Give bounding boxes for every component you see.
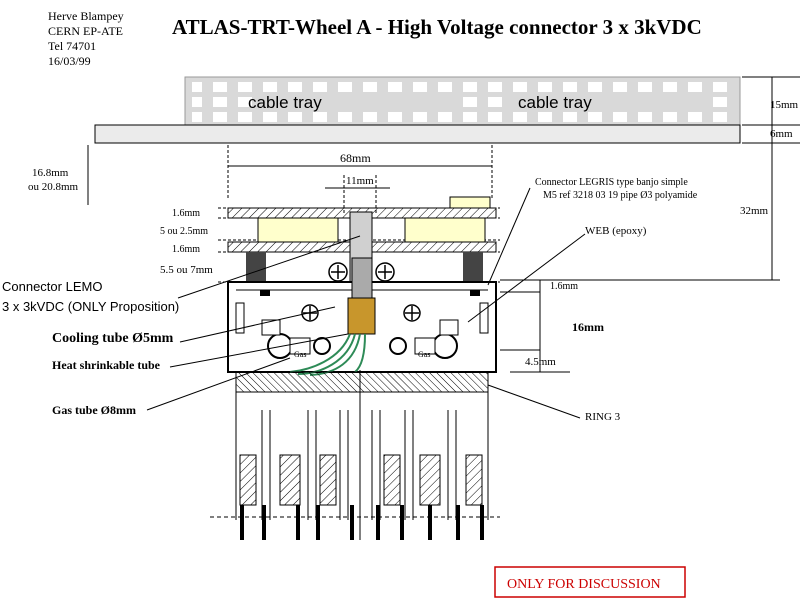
dim-4-5mm: 4.5mm [525, 356, 556, 368]
ring3-band [235, 371, 489, 393]
legris-line1: Connector LEGRIS type banjo simple [535, 177, 688, 188]
gas-tube-label: Gas tube Ø8mm [52, 403, 136, 417]
discussion-stamp-text: ONLY FOR DISCUSSION [507, 577, 661, 592]
wheel-housing: Gas Gas [227, 257, 497, 376]
dim-16mm: 16mm [572, 320, 604, 334]
standoff-left [246, 252, 266, 282]
dim-68mm: 68mm [340, 151, 371, 165]
lemo-label-line2: 3 x 3kVDC (ONLY Proposition) [2, 299, 179, 314]
callout-leaders [146, 187, 586, 419]
legris-block [449, 196, 491, 209]
author-name: Herve Blampey [48, 9, 124, 23]
cooling-tube-label: Cooling tube Ø5mm [52, 331, 174, 346]
dim-5-ou-2-5: 5 ou 2.5mm [160, 226, 208, 237]
heat-shrink-label: Heat shrinkable tube [52, 358, 161, 372]
cable-tray-label-left: cable tray [248, 93, 322, 112]
legris-line2: M5 ref 3218 03 19 pipe Ø3 polyamide [543, 190, 698, 201]
lemo-connector [347, 297, 376, 335]
dim-16-8-line1: 16.8mm [32, 167, 69, 179]
dim-1-6-top: 1.6mm [172, 208, 200, 219]
gas-fitting-left [267, 333, 293, 359]
cable-tray-label-right: cable tray [518, 93, 592, 112]
author-block: Herve Blampey CERN EP-ATE Tel 74701 16/0… [48, 9, 124, 68]
ring3-label: RING 3 [585, 411, 621, 423]
right-dimensions [500, 76, 800, 281]
gas-label-right: Gas [418, 350, 430, 359]
dim-16-8-line2: ou 20.8mm [28, 181, 79, 193]
dim-5-5-ou-7: 5.5 ou 7mm [160, 264, 213, 276]
discussion-stamp-border [494, 566, 686, 598]
tray-base-plate [94, 124, 741, 144]
gas-label-left: Gas [294, 350, 306, 359]
cable-tray: cable tray cable tray [94, 76, 741, 144]
pcb-stack [227, 196, 497, 283]
gas-fitting-right [432, 333, 458, 359]
dim-68mm-lines [227, 145, 493, 200]
dim-1-6-right: 1.6mm [550, 281, 578, 292]
author-dept: CERN EP-ATE [48, 24, 123, 38]
author-tel: Tel 74701 [48, 39, 96, 53]
dim-15mm: 15mm [770, 99, 799, 111]
lemo-label-line1: Connector LEMO [2, 279, 102, 294]
standoff-right [463, 252, 483, 282]
spacer-right [404, 217, 486, 243]
author-date: 16/03/99 [48, 54, 91, 68]
web-epoxy-label: WEB (epoxy) [585, 225, 647, 237]
dim-32mm: 32mm [740, 205, 769, 217]
dim-1-6-bot: 1.6mm [172, 244, 200, 255]
discussion-stamp: ONLY FOR DISCUSSION [494, 566, 686, 598]
spacer-left [257, 217, 339, 243]
straw-array [235, 370, 489, 540]
dim-6mm: 6mm [770, 128, 793, 140]
dim-11mm: 11mm [346, 175, 374, 187]
page-title: ATLAS-TRT-Wheel A - High Voltage connect… [172, 15, 702, 39]
